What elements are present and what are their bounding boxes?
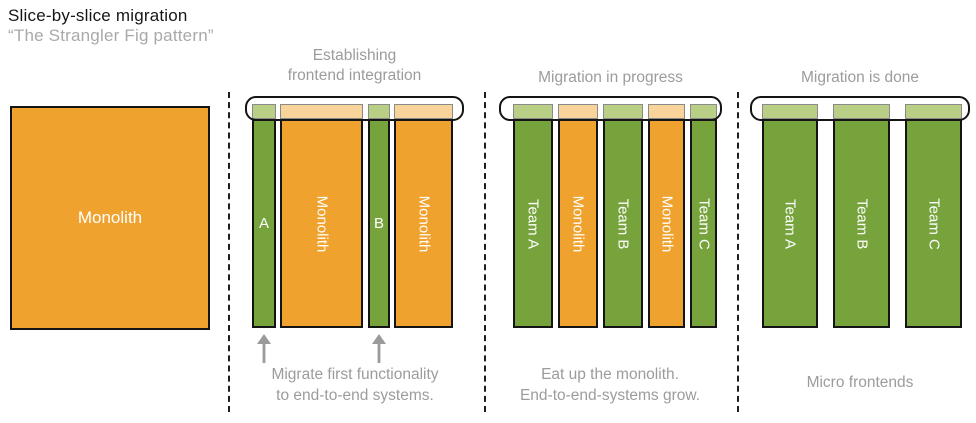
stage3-caption: Eat up the monolith. End-to-end-systems … [490,364,730,406]
dashed-divider-1 [228,92,230,412]
bar-slice-b-cap [368,104,390,119]
bar-monolith-1-cap [280,104,363,119]
bar-monolith-3-label: Monolith [569,195,587,252]
stage2-caption-line2: to end-to-end systems. [276,387,434,404]
page-title: Slice-by-slice migration [8,6,188,25]
bar-monolith-4-label: Monolith [658,195,675,252]
stage3-caption-line1: Eat up the monolith. [541,366,679,383]
monolith-box: Monolith [10,106,210,330]
dashed-divider-2 [484,92,486,412]
bar-monolith-3: Monolith [558,104,598,328]
bar-team-c-final: Team C [905,104,962,328]
bar-team-a-label: Team A [524,198,542,249]
bar-slice-b-label: B [373,215,384,232]
stage4-header: Migration is done [800,69,920,86]
bar-team-b-final-label: Team B [853,198,870,249]
dashed-divider-3 [737,92,739,412]
stage2-caption: Migrate first functionality to end-to-en… [235,364,475,406]
bar-monolith-1: Monolith [280,104,363,328]
bar-slice-b: B [368,104,390,328]
bar-slice-a: A [252,104,276,328]
bar-team-a-final-label: Team A [781,198,799,249]
stage3-header: Migration in progress [538,69,683,86]
bar-monolith-4: Monolith [648,104,685,328]
bar-team-c-label: Team C [695,197,712,250]
bar-monolith-2: Monolith [394,104,453,328]
bar-team-a-final: Team A [762,104,818,328]
bar-team-c: Team C [690,104,717,328]
stage4-caption: Micro frontends [806,374,914,391]
up-arrow-icon [372,334,386,363]
bar-slice-a-label: A [258,215,269,232]
monolith-label: Monolith [77,208,143,227]
bar-monolith-2-label: Monolith [415,195,432,252]
stage2-caption-line1: Migrate first functionality [271,366,439,383]
stage2-header: Establishing frontend integration [245,46,464,86]
page-subtitle: “The Strangler Fig pattern” [8,26,214,45]
stage3-caption-line2: End-to-end-systems grow. [519,387,701,404]
stage2-header-line1: Establishing [312,47,397,64]
bar-monolith-1-label: Monolith [313,195,330,252]
bar-team-b: Team B [603,104,643,328]
bar-team-c-final-label: Team C [925,197,942,250]
bar-team-b-label: Team B [614,198,632,249]
bar-team-b-final: Team B [833,104,890,328]
stage2-header-line2: frontend integration [287,67,422,84]
bar-slice-a-cap [252,104,276,119]
up-arrow-icon [257,334,271,363]
bar-team-a: Team A [513,104,553,328]
bar-monolith-2-cap [394,104,453,119]
